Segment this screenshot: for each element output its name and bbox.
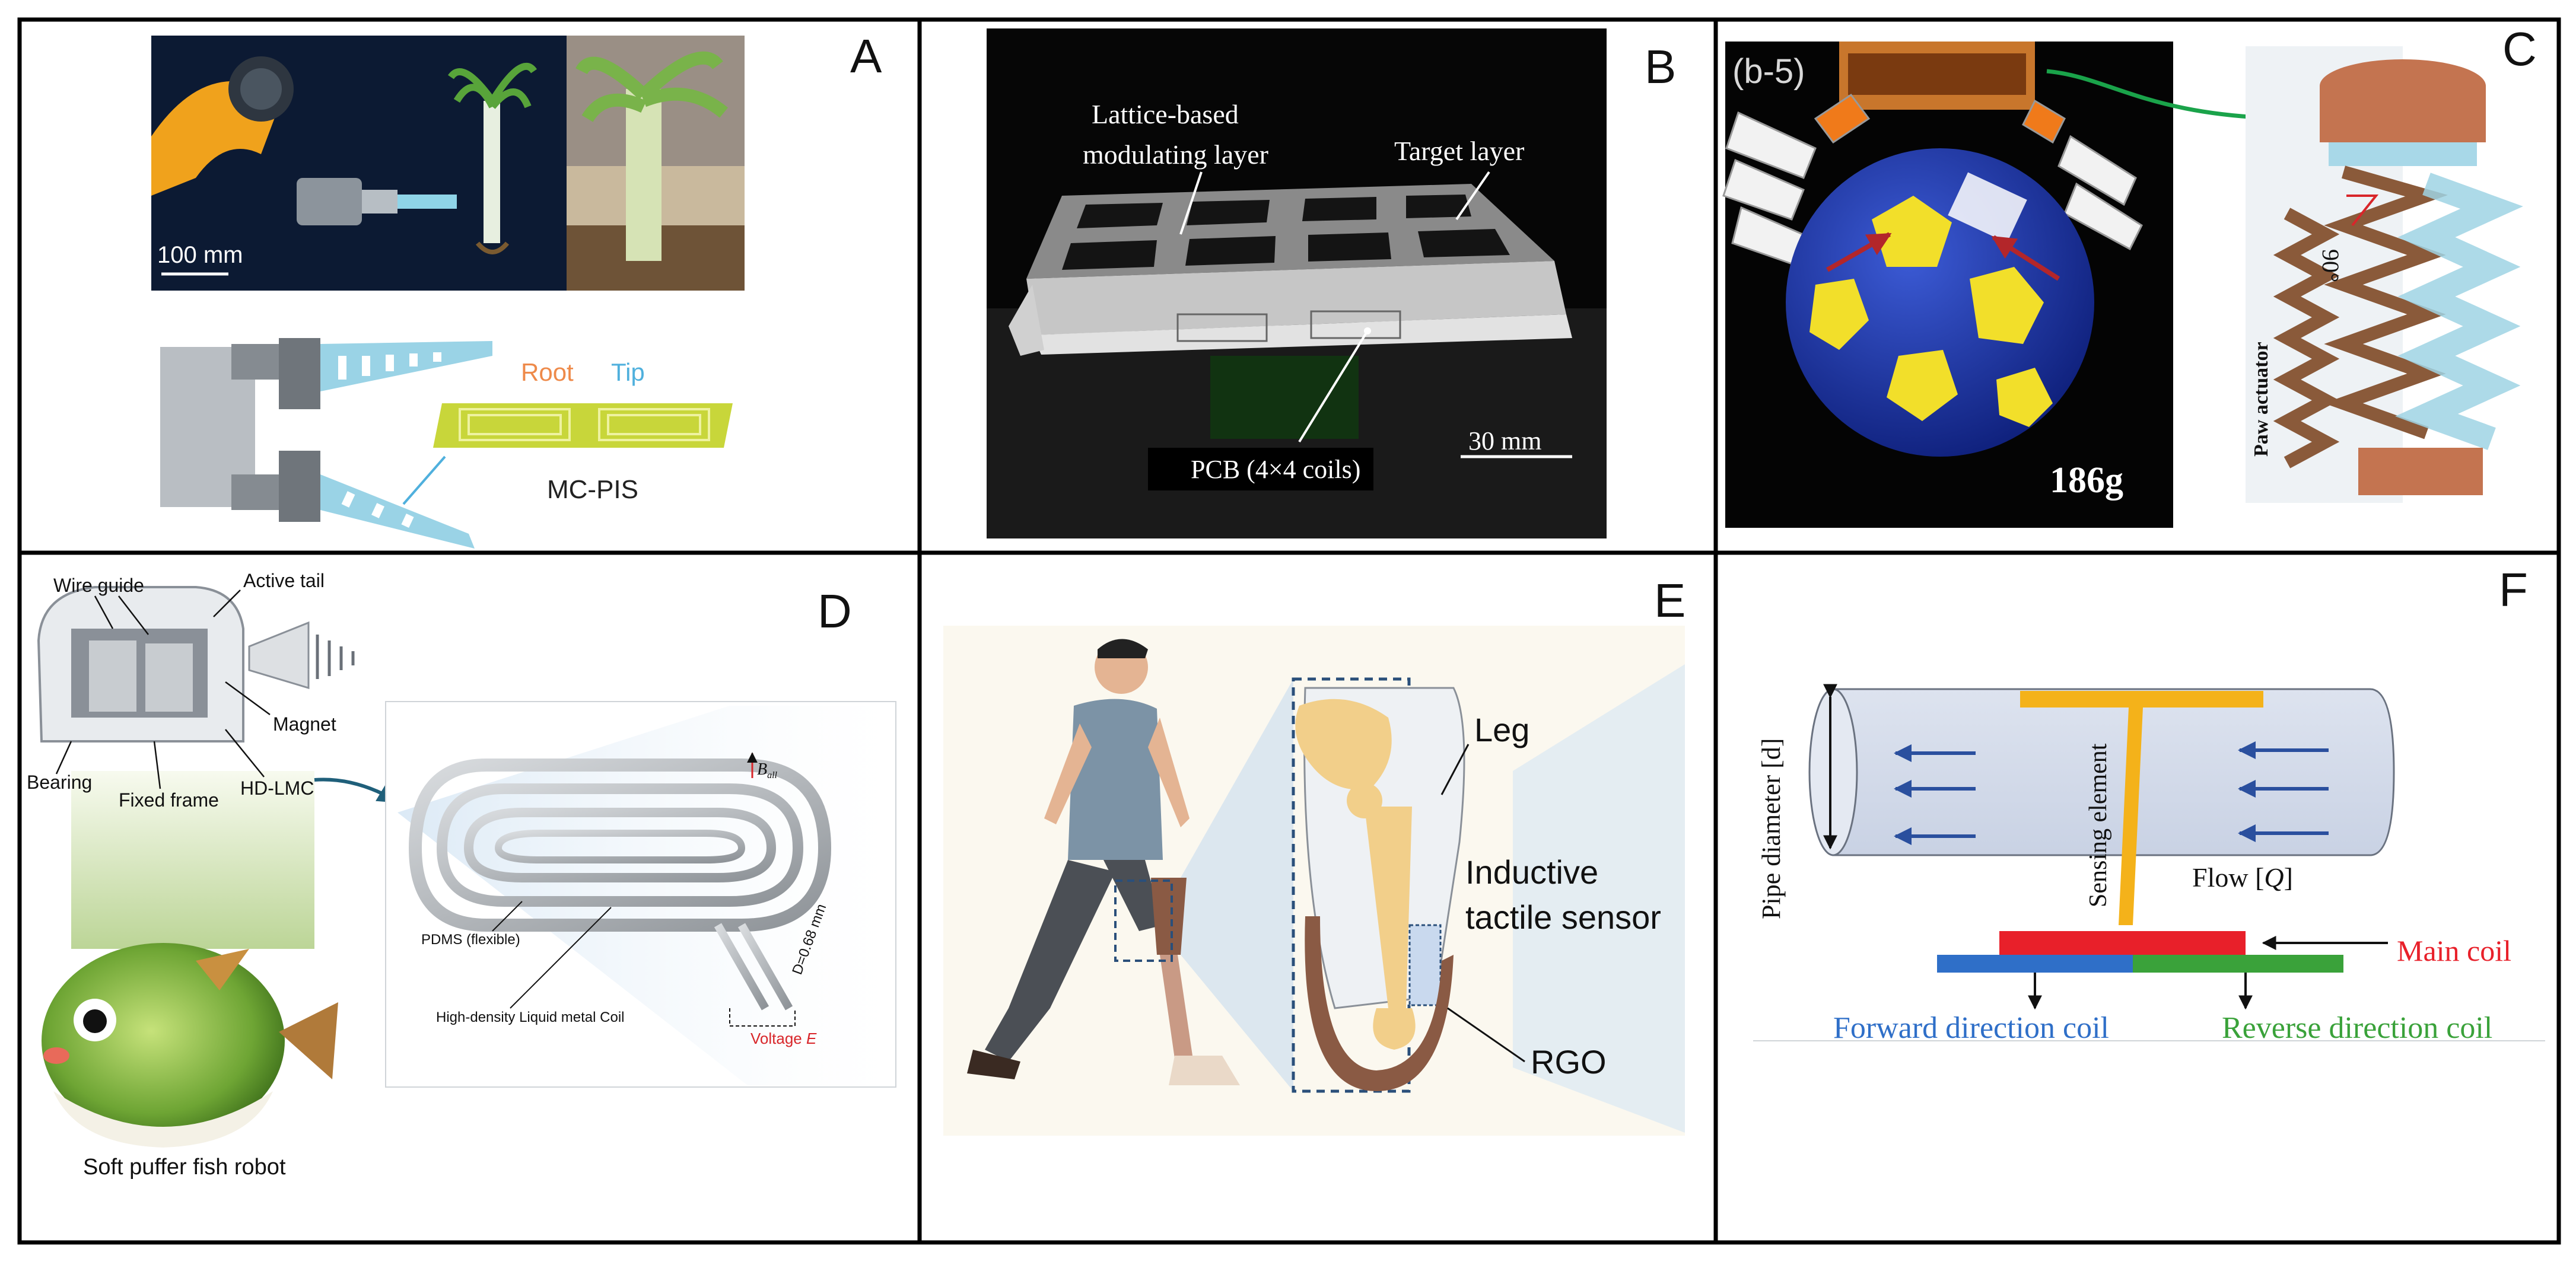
sensing-element	[2119, 708, 2143, 925]
zoom-fan	[1181, 679, 1293, 1091]
coil-label: High-density Liquid metal Coil	[436, 1009, 624, 1025]
flow-arrows-right	[2238, 741, 2329, 842]
panel-d: Wire guide Active tail Magnet Bearing Fi…	[27, 570, 896, 1180]
bearing-label: Bearing	[27, 772, 92, 793]
modulating-pointer	[1179, 171, 1203, 235]
main-coil-label: Main coil	[2397, 934, 2511, 967]
hd-lmc-label: HD-LMC	[240, 777, 314, 799]
field-symbol: Ball	[757, 760, 778, 780]
forward-coil-label: Forward direction coil	[1833, 1011, 2109, 1045]
zoom-fan-right	[1513, 664, 1685, 1133]
socket-icon	[1305, 916, 1454, 1091]
lattice-layer-icon	[1009, 184, 1572, 439]
panel-borders	[17, 17, 2561, 1245]
panel-a: 100 mm Ro	[151, 30, 882, 549]
panel-e: Leg Inductive tactile sensor RGO E	[943, 574, 1685, 1136]
panel-b-letter: B	[1645, 40, 1676, 93]
walking-person-icon	[967, 639, 1240, 1085]
reverse-coil-bar	[2133, 955, 2343, 973]
magnet-label: Magnet	[273, 713, 336, 735]
pcb-label-box	[1148, 448, 1373, 490]
panel-b: Lattice-based modulating layer Target la…	[987, 28, 1676, 538]
soccer-ball-icon	[1786, 148, 2094, 457]
leg-bones-icon	[1295, 687, 1465, 1050]
pcb-pointer	[1298, 330, 1369, 443]
plant-icon	[448, 62, 537, 254]
robot-arm-icon	[151, 56, 457, 225]
target-pointer	[1455, 171, 1490, 221]
target-layer-label: Target layer	[1394, 136, 1524, 166]
sensing-element-label: Sensing element	[2085, 743, 2112, 907]
pdms-label: PDMS (flexible)	[421, 932, 520, 948]
scale-bar-b-label: 30 mm	[1468, 426, 1541, 455]
liquid-metal-coil-icon	[408, 759, 832, 1011]
reverse-coil-label: Reverse direction coil	[2222, 1011, 2492, 1045]
beam-fade	[71, 771, 314, 949]
zoom-box-large	[1292, 677, 1411, 1093]
paw-actuator-icon	[2273, 59, 2523, 495]
angle-label: 90°	[2317, 249, 2344, 282]
leg-label: Leg	[1474, 711, 1529, 748]
panel-c: (b-5) 186g 90° Paw actuator C	[1722, 23, 2537, 528]
force-arrow-left	[1826, 232, 1892, 272]
robot-label: Soft puffer fish robot	[83, 1155, 286, 1180]
pcb-label: PCB (4×4 coils)	[1191, 455, 1360, 484]
zoom-box-small	[1114, 879, 1173, 962]
voltage-label: Voltage E	[750, 1030, 817, 1047]
sensor-strip-icon	[433, 403, 733, 448]
sensor-pointer	[402, 455, 446, 505]
active-tail-label: Active tail	[243, 570, 325, 591]
modulating-label-line2: modulating layer	[1083, 139, 1268, 170]
paw-actuator-label: Paw actuator	[2250, 342, 2272, 457]
tip-label: Tip	[611, 358, 645, 386]
gripper-icon	[160, 338, 492, 549]
puffer-fish-icon	[42, 943, 338, 1148]
scale-bar-a-label: 100 mm	[157, 242, 243, 268]
sensor-label: MC-PIS	[547, 475, 638, 504]
panel-c-letter: C	[2502, 23, 2537, 75]
sensor-label-line1: Inductive	[1465, 853, 1598, 891]
panel-d-letter: D	[818, 585, 852, 638]
fixed-frame-label: Fixed frame	[119, 789, 219, 811]
modulating-label-line1: Lattice-based	[1092, 99, 1239, 129]
panel-f: Pipe diameter [d] Sensing element Flow […	[1753, 563, 2545, 1045]
force-arrow-right	[1991, 235, 2060, 281]
tag-b5: (b-5)	[1732, 52, 1805, 91]
panel-e-letter: E	[1654, 574, 1685, 627]
flow-label: Flow [Q]	[2192, 862, 2293, 893]
plant-closeup-icon	[575, 51, 729, 261]
wire-guide-label: Wire guide	[53, 575, 144, 596]
link-arrow	[2046, 69, 2304, 129]
panel-a-letter: A	[850, 30, 882, 82]
fish-robot-mechanism-icon	[37, 586, 355, 742]
rgo-label: RGO	[1531, 1043, 1607, 1081]
weight-label: 186g	[2050, 460, 2123, 501]
sensor-label-line2: tactile sensor	[1465, 898, 1661, 936]
main-coil-bar	[1999, 931, 2246, 955]
panel-f-letter: F	[2499, 563, 2528, 616]
flow-arrows-left	[1894, 744, 1976, 845]
pipe-diameter-label: Pipe diameter [d]	[1757, 738, 1786, 919]
root-label: Root	[521, 358, 574, 386]
forward-coil-bar	[1937, 955, 2133, 973]
sensing-element-top	[2020, 691, 2263, 708]
gripper-fingers-icon	[1722, 93, 2143, 268]
